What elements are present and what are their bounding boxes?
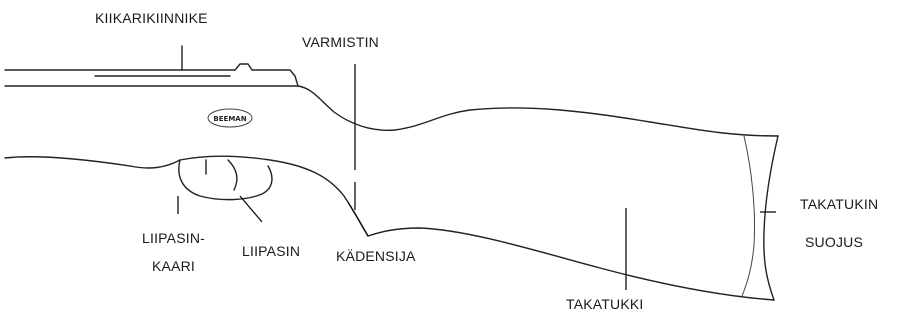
label-butt-pad-line2: SUOJUS — [805, 234, 863, 250]
beeman-badge-text: BEEMAN — [213, 115, 246, 123]
trigger-shape — [227, 159, 238, 191]
trigger-guard-shape — [178, 159, 273, 201]
trigger-leader-line — [239, 195, 263, 223]
forend-bottom-outline — [4, 155, 369, 237]
stock-bottom-outline — [367, 227, 775, 301]
label-trigger-guard-line2: KAARI — [152, 258, 196, 274]
butt-pad-inner-line — [741, 135, 756, 297]
butt-pad-outline — [763, 135, 779, 301]
receiver-top-outline — [4, 63, 299, 87]
label-butt-pad-line1: TAKATUKIN — [800, 196, 879, 212]
stock-top-outline — [4, 85, 779, 137]
grip-leader-line — [347, 201, 369, 237]
label-scope-mount: KIIKARIKIINNIKE — [95, 10, 208, 26]
label-trigger: LIIPASIN — [242, 243, 301, 259]
label-grip: KÄDENSIJA — [336, 248, 416, 264]
label-safety: VARMISTIN — [302, 34, 379, 50]
label-trigger-guard-line1: LIIPASIN- — [142, 230, 206, 246]
label-stock: TAKATUKKI — [566, 296, 644, 312]
beeman-badge — [207, 108, 253, 128]
